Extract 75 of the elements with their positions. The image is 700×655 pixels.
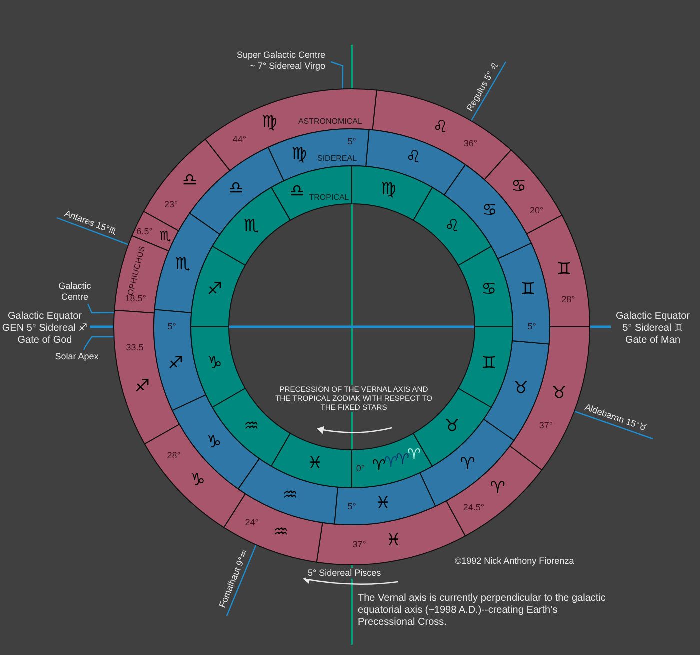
zodiac-sign: ♓ xyxy=(308,456,323,473)
zodiac-sign: ♐ xyxy=(168,356,184,373)
zodiac-sign: ♌ xyxy=(406,149,422,166)
zodiac-sign: ♈ xyxy=(396,452,410,468)
zodiac-sign: ♉ xyxy=(514,380,529,398)
zodiac-sign: ♋ xyxy=(482,282,497,299)
zodiac-sign: ♐ xyxy=(134,378,150,396)
zodiac-sign: ♉ xyxy=(444,418,460,436)
ring-label: ASTRONOMICAL xyxy=(298,118,362,126)
star-label: Solar Apex xyxy=(55,352,99,362)
zodiac-sign: ♊ xyxy=(556,262,572,279)
note-text: The Vernal axis is currently perpendicular to the galactic equatorial axis (~1998 A.D.)--creating Earth’s Precessional Cross. xyxy=(358,593,607,629)
copyright-text: ©1992 Nick Anthony Fiorenza xyxy=(455,556,574,567)
leader-line xyxy=(470,62,507,122)
zodiac-sign: ♏ xyxy=(244,218,260,236)
leader-line xyxy=(226,544,257,616)
degree-label: 28° xyxy=(167,452,181,461)
zodiac-sign: ♎ xyxy=(290,183,305,200)
zodiac-sign: ♒ xyxy=(273,524,289,542)
zodiac-sign: ♏ xyxy=(175,256,190,274)
star-label: Super Galactic Centre ~ 7° Sidereal Virgo xyxy=(234,50,326,72)
degree-label: 5° xyxy=(528,322,536,332)
zodiac-sign: ♐ xyxy=(207,282,222,299)
zodiac-sign: ♈ xyxy=(408,447,421,462)
degree-label: 36° xyxy=(464,140,478,149)
degree-label: 20° xyxy=(530,206,544,216)
leader-line xyxy=(87,304,114,314)
zodiac-sign: ♋ xyxy=(482,202,498,220)
zodiac-sign: ♌ xyxy=(433,119,448,136)
zodiac-sign: ♊ xyxy=(520,281,536,298)
ring-label: SIDEREAL xyxy=(317,154,358,163)
zodiac-sign: ♎ xyxy=(228,180,244,198)
leader-line xyxy=(83,336,114,350)
degree-label: 33.5 xyxy=(126,343,144,352)
zodiac-sign: ♌ xyxy=(444,218,460,236)
zodiac-sign: ♎ xyxy=(182,172,198,190)
leader-line xyxy=(574,410,654,440)
degree-label: 5° xyxy=(348,502,356,512)
degree-label: 5° xyxy=(168,322,176,332)
degree-label: 44° xyxy=(232,136,247,145)
degree-label: 37° xyxy=(539,421,554,430)
zodiac-sign: ♒ xyxy=(282,488,298,505)
zodiac-sign: ♉ xyxy=(552,386,567,403)
degree-label: 23° xyxy=(164,200,178,210)
star-label: Galactic Centre xyxy=(50,281,100,303)
zodiac-sign: ♍ xyxy=(262,114,278,132)
zodiac-sign: ♑ xyxy=(190,472,206,490)
zodiac-sign: ♒ xyxy=(244,418,260,436)
zodiac-sign: ♍ xyxy=(381,181,396,198)
zodiac-sign: ♈ xyxy=(384,456,398,471)
zodiac-sign: ♑ xyxy=(206,434,222,452)
zodiac-sign: ♑ xyxy=(207,355,222,372)
degree-label: 18.5° xyxy=(125,294,146,304)
degree-label: 24.5° xyxy=(463,503,484,512)
degree-label: 0° xyxy=(356,464,365,474)
ring-label: TROPICAL xyxy=(309,194,350,202)
annotation-text: Galactic Equator GEN 5° Sidereal ♐ Gate of God xyxy=(1,311,89,347)
degree-label: 37° xyxy=(352,540,366,550)
zodiac-sign: ♓ xyxy=(376,496,391,513)
annotation-text: Galactic Equator 5° Sidereal ♊ Gate of Man xyxy=(615,311,691,347)
zodiac-sign: ♏ xyxy=(160,230,172,244)
degree-label: 6.5° xyxy=(136,227,153,236)
zodiac-sign: ♍ xyxy=(292,146,307,164)
zodiac-sign: ♓ xyxy=(386,532,402,550)
leader-line xyxy=(330,61,344,90)
leader-line xyxy=(56,217,129,246)
zodiac-sign: ♊ xyxy=(482,355,497,372)
degree-label: 28° xyxy=(562,296,576,305)
degree-label: 24° xyxy=(245,518,259,528)
zodiac-sign: ♈ xyxy=(490,480,506,498)
zodiac-sign: ♈ xyxy=(460,456,476,474)
degree-label: 5° xyxy=(348,138,356,146)
caption-text: 5° Sidereal Pisces xyxy=(306,568,384,579)
zodiac-sign: ♈ xyxy=(372,458,386,474)
zodiac-sign: ♋ xyxy=(511,178,527,196)
